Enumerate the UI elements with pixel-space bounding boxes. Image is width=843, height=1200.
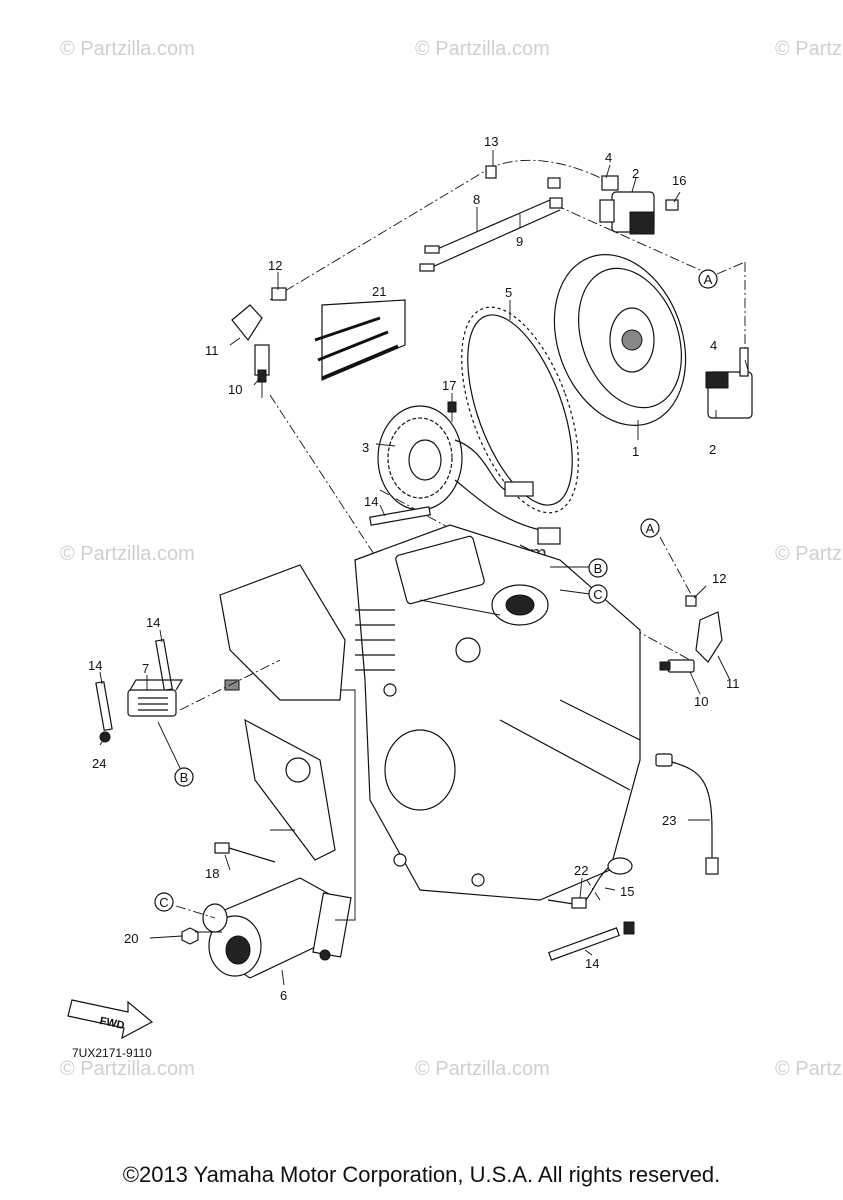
callout-18: 18: [205, 866, 219, 881]
svg-text:C: C: [593, 587, 602, 602]
leader-lines: [99, 150, 749, 986]
ignition-coil-top: [599, 175, 679, 235]
watermark-bottom-left: © Partzilla.com: [60, 1058, 195, 1080]
callout-4-top: 4: [605, 150, 612, 165]
ignition-coil-right: [705, 347, 753, 419]
watermark-top-right: © Partzilla.com: [775, 38, 843, 60]
callout-14-left-lower: 14: [88, 658, 102, 673]
callout-10-right: 10: [694, 694, 708, 709]
callout-21: 21: [372, 284, 386, 299]
callout-9: 9: [516, 234, 523, 249]
screw-17: [447, 401, 457, 422]
callout-12-right: 12: [712, 571, 726, 586]
watermark-bottom-right: © Partzilla.com: [775, 1058, 843, 1080]
ref-b-left: B: [174, 767, 194, 787]
rectifier-assembly: [95, 638, 281, 743]
copyright-notice: ©2013 Yamaha Motor Corporation, U.S.A. A…: [122, 1162, 721, 1187]
diagram-code: 7UX2171-9110: [72, 1046, 152, 1060]
watermark-mid-right: © Partzilla.com: [775, 543, 843, 565]
callout-2-right: 2: [709, 442, 716, 457]
plug-assembly-top: [231, 287, 287, 398]
callout-8: 8: [473, 192, 480, 207]
reference-markers: A A B C B C: [154, 261, 746, 912]
svg-text:A: A: [646, 521, 655, 536]
ring-gear-5: [461, 306, 579, 514]
clamp-14-bottom: [548, 927, 620, 961]
callout-6: 6: [280, 988, 287, 1003]
ref-c-left: C: [154, 892, 174, 912]
svg-text:A: A: [704, 272, 713, 287]
sensor-23: [655, 753, 719, 875]
svg-text:C: C: [159, 895, 168, 910]
callout-13: 13: [484, 134, 498, 149]
cable-8-9: [419, 177, 563, 272]
stator-3: [377, 405, 691, 661]
engine-side-cover: [219, 564, 346, 861]
connector-lines: [195, 599, 501, 933]
ref-c-right: C: [588, 584, 608, 604]
bolt-18: [214, 842, 276, 863]
watermark-top-left: © Partzilla.com: [60, 38, 195, 60]
svg-text:B: B: [180, 770, 189, 785]
flywheel-1: [553, 254, 687, 426]
callout-11-right: 11: [726, 676, 740, 691]
starter-motor-6: [175, 877, 352, 979]
watermark-top-center: © Partzilla.com: [415, 38, 550, 60]
callout-10-top: 10: [228, 382, 242, 397]
engine-body: [354, 524, 641, 901]
callout-24: 24: [92, 756, 106, 771]
watermark-bottom-center: © Partzilla.com: [415, 1058, 550, 1080]
callout-14-center: 14: [364, 494, 378, 509]
callout-11-top: 11: [205, 343, 219, 358]
callout-16: 16: [672, 173, 686, 188]
callouts: 13 4 2 16 8 9 12 5 21 11 10 17 4 3 1 2 1…: [88, 134, 740, 1003]
callout-14-bottom: 14: [585, 956, 599, 971]
plug-assembly-right: [659, 536, 723, 673]
callout-12-top: 12: [268, 258, 282, 273]
callout-20: 20: [124, 931, 138, 946]
watermark-mid-left: © Partzilla.com: [60, 543, 195, 565]
ref-a-top: A: [698, 261, 746, 289]
fwd-arrow-icon: FWD: [67, 999, 154, 1040]
switch-15-22: [547, 857, 635, 935]
callout-3: 3: [362, 440, 369, 455]
clamp-13: [485, 165, 497, 179]
fwd-label: FWD: [99, 1015, 126, 1032]
callout-7: 7: [142, 661, 149, 676]
clamp-14-center: [369, 506, 431, 526]
cable-ties-21: [314, 299, 406, 381]
callout-15: 15: [620, 884, 634, 899]
callout-2-top: 2: [632, 166, 639, 181]
cable-route-line-2: [554, 204, 701, 271]
ref-b-right: B: [588, 558, 608, 578]
callout-5: 5: [505, 285, 512, 300]
callout-17: 17: [442, 378, 456, 393]
callout-1: 1: [632, 444, 639, 459]
callout-4-right: 4: [710, 338, 717, 353]
callout-14-left-upper: 14: [146, 615, 160, 630]
ref-a-right: A: [640, 518, 660, 538]
callout-22: 22: [574, 863, 588, 878]
svg-text:B: B: [594, 561, 603, 576]
callout-23: 23: [662, 813, 676, 828]
